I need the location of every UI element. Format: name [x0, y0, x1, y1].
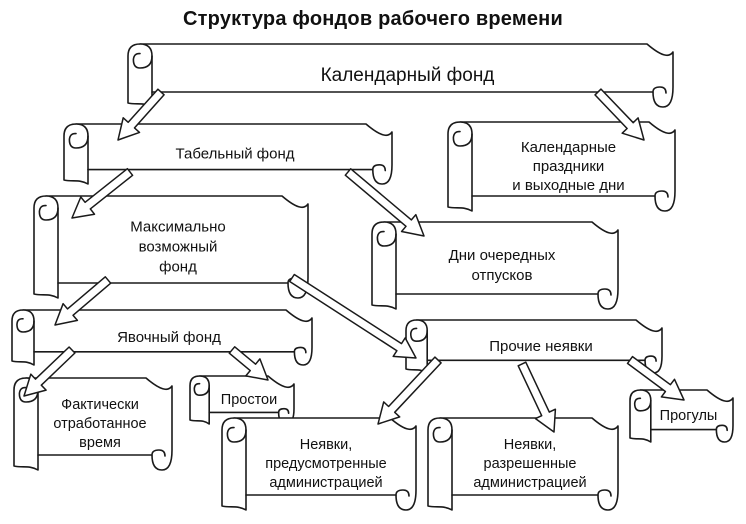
- scroll-actually-worked: [13, 377, 173, 471]
- scroll-tabel-fund: [63, 123, 393, 185]
- arrow-calendar-fund-to-tabel-fund: [117, 88, 165, 141]
- label-truancy: Прогулы: [660, 408, 718, 424]
- diagram-title: Структура фондов рабочего времени: [183, 8, 563, 30]
- label-tabel-fund: Табельный фонд: [176, 145, 295, 162]
- scroll-truancy: [629, 389, 734, 443]
- label-other-absences: Прочие неявки: [489, 338, 593, 355]
- label-calendar-fund: Календарный фонд: [321, 65, 495, 86]
- label-attendance-fund: Явочный фонд: [117, 329, 221, 346]
- arrow-tabel-fund-to-max-fund: [71, 167, 134, 219]
- arrow-attendance-fund-to-actually-worked: [23, 346, 76, 397]
- arrow-other-absences-to-truancy: [626, 355, 685, 401]
- label-downtime: Простои: [221, 392, 277, 408]
- arrow-other-absences-to-admin-provided: [377, 356, 442, 425]
- arrow-attendance-fund-to-downtime: [228, 346, 269, 381]
- arrow-other-absences-to-admin-permitted: [517, 361, 557, 433]
- arrow-calendar-fund-to-holidays: [594, 88, 645, 141]
- scroll-downtime: [189, 375, 295, 425]
- arrow-max-fund-to-other-absences: [288, 273, 417, 359]
- scroll-vacation-days: [371, 221, 619, 310]
- scroll-holidays: [447, 121, 676, 212]
- scroll-admin-provided: [221, 417, 417, 511]
- scroll-admin-permitted: [427, 417, 619, 511]
- arrow-tabel-fund-to-vacation-days: [344, 168, 425, 237]
- scroll-max-fund: [33, 195, 309, 299]
- arrow-max-fund-to-attendance-fund: [54, 276, 112, 326]
